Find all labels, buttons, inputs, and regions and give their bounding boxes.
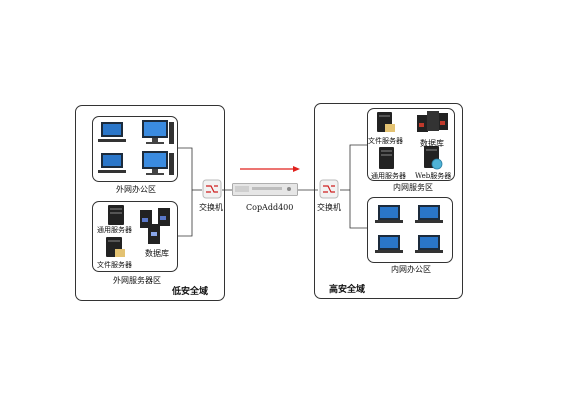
internal-office-label: 内网办公区 xyxy=(391,265,431,274)
rack-appliance-icon xyxy=(232,183,298,196)
internal-database-label: 数据库 xyxy=(420,139,444,148)
server-tower-icon xyxy=(108,205,124,225)
workstation-icon xyxy=(98,151,174,175)
database-server-icon xyxy=(140,208,170,244)
external-server-zone-label: 外网服务器区 xyxy=(113,276,161,285)
web-server-label: Web服务器 xyxy=(415,172,452,180)
internal-server-zone xyxy=(367,108,455,181)
external-office-label: 外网办公区 xyxy=(116,185,156,194)
low-security-domain-label: 低安全域 xyxy=(172,287,209,297)
high-security-domain-label: 高安全域 xyxy=(329,285,366,295)
gateway-device-label: CopAdd400 xyxy=(246,203,294,212)
external-server-zone xyxy=(92,201,178,272)
network-switch-icon xyxy=(202,179,222,199)
right-switch-label: 交换机 xyxy=(317,203,341,212)
external-office-zone xyxy=(92,116,178,182)
high-security-domain xyxy=(314,103,463,299)
web-server-icon xyxy=(424,146,443,170)
internal-general-server-label: 通用服务器 xyxy=(371,172,406,180)
internal-office-zone xyxy=(367,197,453,263)
database-server-icon xyxy=(417,111,448,132)
internal-server-zone-label: 内网服务区 xyxy=(393,183,433,192)
server-tower-icon xyxy=(379,147,394,169)
workstation-icon xyxy=(98,120,174,144)
internal-file-server-label: 文件服务器 xyxy=(368,137,403,145)
file-server-label: 文件服务器 xyxy=(97,261,132,269)
low-security-domain xyxy=(75,105,225,301)
general-server-label: 通用服务器 xyxy=(97,226,132,234)
laptop-icon xyxy=(375,205,443,253)
network-switch-icon xyxy=(319,179,339,199)
file-server-icon xyxy=(377,112,395,132)
left-switch-label: 交换机 xyxy=(199,203,223,212)
database-label: 数据库 xyxy=(145,249,169,258)
file-server-icon xyxy=(106,237,125,257)
